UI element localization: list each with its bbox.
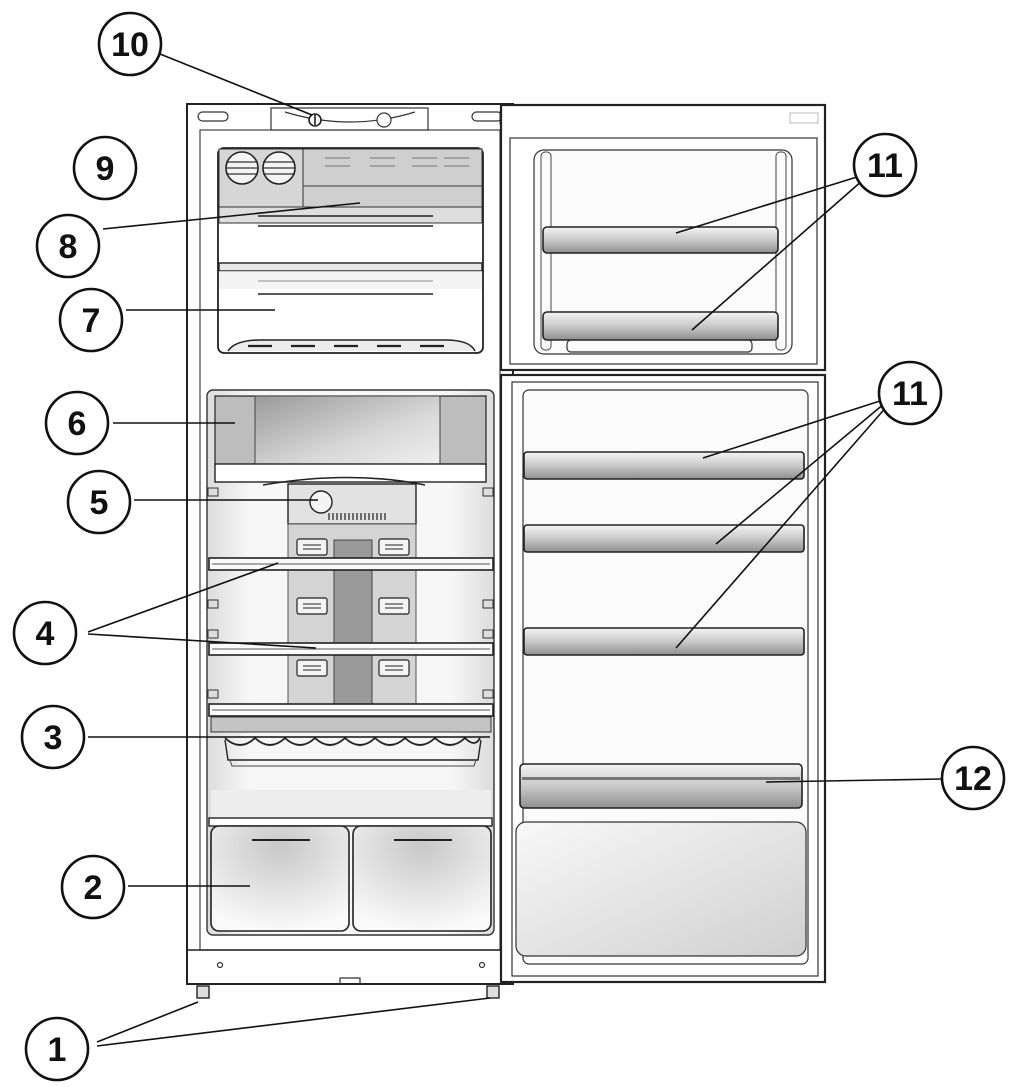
freezer-door <box>499 103 827 372</box>
callout-11b-label: 11 <box>892 375 928 413</box>
duct-vents <box>296 538 410 677</box>
base-screw-right <box>478 961 486 969</box>
callout-8: 8 <box>35 213 101 279</box>
bottle-rack-bar <box>210 716 492 733</box>
callout-11-fridge-door: 11 <box>877 360 943 426</box>
callout-4-label: 4 <box>36 615 55 653</box>
freezer-door-shelf-2 <box>542 311 779 341</box>
fridge-door-shelf-1 <box>523 451 805 480</box>
top-handle-slot-left <box>197 111 229 122</box>
shelf-rails <box>207 487 494 699</box>
fridge-compartment <box>206 389 495 936</box>
base-screw-left <box>216 961 224 969</box>
fridge-door-shelf-3 <box>523 627 805 656</box>
callout-5: 5 <box>66 469 132 535</box>
freezer-compartment <box>217 147 484 354</box>
leader-11a-2 <box>691 179 864 331</box>
leader-11b-2 <box>715 402 886 545</box>
callout-3-label: 3 <box>44 719 63 757</box>
control-panel <box>270 107 429 131</box>
fridge-door-inner-frame <box>511 381 819 977</box>
leader-12 <box>765 778 942 783</box>
leader-11a-1 <box>675 176 858 234</box>
callout-11a-label: 11 <box>867 147 903 185</box>
callout-10-label: 10 <box>111 26 149 64</box>
fridge-door <box>499 373 827 984</box>
leader-11b-3 <box>675 404 889 649</box>
callout-3: 3 <box>20 704 86 770</box>
callout-4: 4 <box>12 600 78 666</box>
callout-12-label: 12 <box>954 760 992 798</box>
control-panel-curve <box>284 111 416 123</box>
bottle-rack-wave <box>224 736 481 746</box>
crisper-drawer-left <box>210 825 350 932</box>
callout-1: 1 <box>24 1016 90 1082</box>
leader-4b <box>87 633 317 649</box>
callout-2-label: 2 <box>84 869 103 907</box>
freezer-divider <box>218 262 483 272</box>
foot-right <box>486 985 500 999</box>
light-housing <box>287 483 417 525</box>
leader-8 <box>102 202 361 230</box>
callout-11-freezer-door: 11 <box>852 132 918 198</box>
leader-lines <box>87 49 942 1047</box>
crisper-glass-cover <box>254 395 441 467</box>
callout-6-label: 6 <box>68 405 87 443</box>
base-notch <box>339 977 361 984</box>
freezer-door-shelf-1 <box>542 226 779 254</box>
freezer-back-vents <box>303 157 482 187</box>
leader-10 <box>149 49 313 116</box>
foot-left <box>196 985 210 999</box>
freezer-back-panel <box>302 148 483 208</box>
callout-10: 10 <box>97 11 163 77</box>
lamp-grille <box>328 513 386 520</box>
leader-1b <box>96 997 491 1047</box>
freezer-door-inner-frame <box>509 137 818 365</box>
callout-9: 9 <box>72 135 138 201</box>
callout-1-label: 1 <box>48 1031 67 1069</box>
leader-11b-1 <box>702 399 884 459</box>
crisper-drawer-rail <box>208 817 493 827</box>
callout-7-label: 7 <box>82 302 101 340</box>
door-bottom-panel <box>515 821 807 957</box>
callout-9-label: 9 <box>96 150 115 188</box>
leader-1a <box>96 1001 199 1043</box>
freezer-shelf-upper <box>218 206 483 224</box>
callouts: 1 2 3 4 5 6 7 8 <box>12 11 1006 1082</box>
callout-7: 7 <box>58 287 124 353</box>
callout-6: 6 <box>44 390 110 456</box>
callout-8-label: 8 <box>59 228 78 266</box>
callout-2: 2 <box>60 854 126 920</box>
interior-light <box>376 112 392 128</box>
callout-12: 12 <box>940 745 1006 811</box>
bottle-door-rack <box>519 763 803 809</box>
crisper-drawer-right <box>352 825 492 932</box>
callout-5-label: 5 <box>90 484 109 522</box>
leader-4a <box>87 562 279 633</box>
ice-tray <box>225 151 296 185</box>
interior-lamp <box>309 490 333 514</box>
light-housing-top <box>262 476 426 486</box>
fridge-door-shelf-2 <box>523 524 805 553</box>
